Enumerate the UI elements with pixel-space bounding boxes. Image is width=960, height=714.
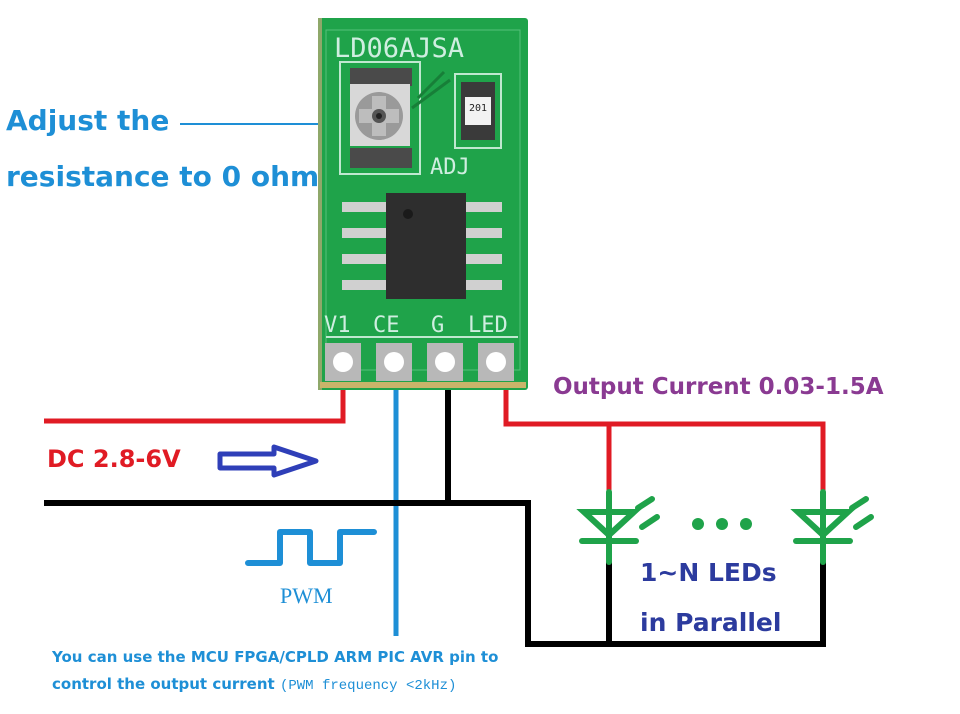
mcu-note-line1: You can use the MCU FPGA/CPLD ARM PIC AV… xyxy=(52,648,499,666)
adjust-callout-line2: resistance to 0 ohm xyxy=(6,160,320,193)
output-current-label: Output Current 0.03-1.5A xyxy=(553,374,884,400)
pin-label-g: G xyxy=(431,313,444,338)
trimmer-potentiometer[interactable] xyxy=(350,68,412,168)
led-1 xyxy=(576,489,660,565)
pin-pads xyxy=(325,343,514,381)
pwm-label: PWM xyxy=(280,583,333,608)
pcb-board: LD06AJSA ADJ 201 V1 CE G LED xyxy=(318,18,528,390)
led-count-label: 1~N LEDs xyxy=(640,558,777,587)
pin-label-ce: CE xyxy=(373,313,400,338)
mcu-note-main: control the output current xyxy=(52,675,275,693)
dc-input-label: DC 2.8-6V xyxy=(47,445,181,473)
board-model-label: LD06AJSA xyxy=(334,33,464,64)
resistor-code: 201 xyxy=(469,103,487,114)
input-arrow-icon xyxy=(217,444,319,478)
v1-wire xyxy=(44,388,346,424)
pin-label-led: LED xyxy=(468,313,508,338)
mcu-note-line2: control the output current (PWM frequenc… xyxy=(52,675,456,694)
led-2 xyxy=(790,489,874,565)
pwm-frequency-note: (PWM frequency <2kHz) xyxy=(279,678,457,694)
ic-chip xyxy=(342,193,502,299)
led-parallel-label: in Parallel xyxy=(640,608,782,637)
ground-rail xyxy=(44,500,826,647)
adj-label: ADJ xyxy=(430,155,470,180)
pwm-waveform-icon xyxy=(245,529,377,566)
led-output-wire xyxy=(503,388,826,492)
pin-label-v1: V1 xyxy=(324,313,351,338)
adjust-callout-line1: Adjust the xyxy=(6,104,170,137)
ellipsis-dots xyxy=(692,518,752,530)
